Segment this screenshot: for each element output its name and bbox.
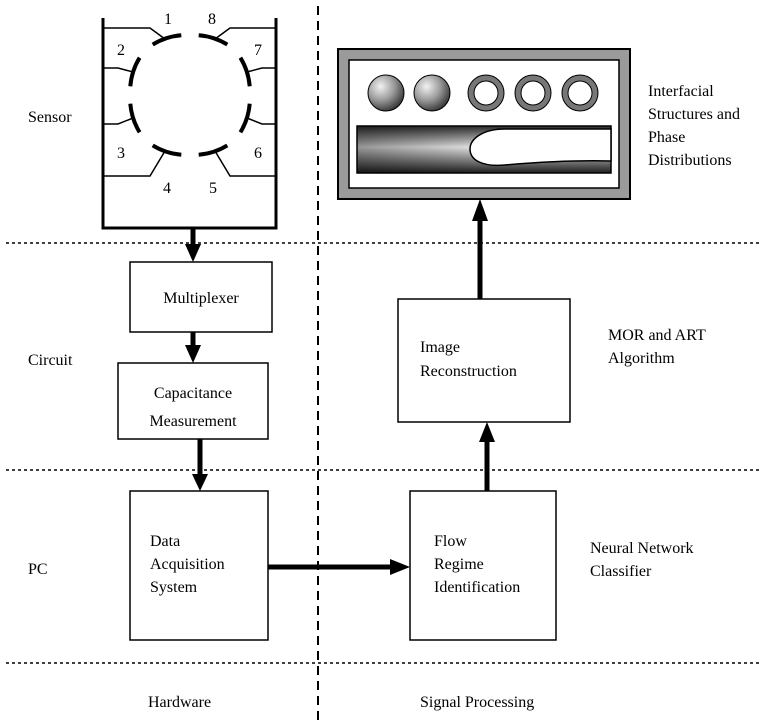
flow-regime-box	[409, 490, 557, 641]
electrode-8	[198, 33, 229, 47]
flow-regime-text-1: Flow	[434, 533, 467, 550]
electrode-3	[128, 103, 142, 134]
sensor-assembly: 1 2 3 4 5 6 7 8	[101, 11, 278, 230]
sensor-label: Sensor	[28, 109, 72, 126]
output-annotation-3: Phase	[648, 129, 685, 146]
data-acquisition-text-1: Data	[150, 533, 180, 550]
electrode-7	[238, 56, 252, 87]
multiplexer-box	[129, 261, 273, 333]
electrode-label-8: 8	[208, 11, 216, 28]
image-reconstruction-box	[397, 298, 571, 423]
electrode-leads	[103, 27, 276, 177]
bubble-icon-2	[413, 74, 451, 112]
output-annotation-2: Structures and	[648, 106, 740, 123]
capacitance-box	[117, 362, 269, 440]
arrow-flow-regime-to-reconstruction	[479, 422, 495, 491]
multiplexer-text: Multiplexer	[163, 290, 239, 307]
arrow-sensor-to-multiplexer	[185, 228, 201, 262]
circuit-label: Circuit	[28, 352, 73, 369]
output-annotation-4: Distributions	[648, 152, 732, 169]
output-display	[337, 48, 631, 200]
arrows	[185, 199, 495, 575]
mor-art-annotation-1: MOR and ART	[608, 327, 706, 344]
mor-art-annotation-2: Algorithm	[608, 350, 675, 367]
electrode-label-3: 3	[117, 145, 125, 162]
annular-flow-icon-1	[468, 75, 504, 111]
annular-flow-icon-2	[515, 75, 551, 111]
electrode-5	[198, 143, 229, 157]
data-acquisition-box	[129, 490, 269, 641]
neural-network-annotation-1: Neural Network	[590, 540, 694, 557]
pc-label: PC	[28, 561, 48, 578]
annular-ring-outlines	[467, 74, 599, 112]
hardware-label: Hardware	[148, 694, 211, 711]
bubble-icon-1	[367, 74, 405, 112]
electrode-ring	[128, 33, 252, 157]
sensor-housing	[101, 18, 278, 230]
data-acquisition-text-3: System	[150, 579, 198, 596]
flow-regime-text-3: Identification	[434, 579, 520, 596]
capacitance-text-1: Capacitance	[154, 385, 232, 402]
signal-processing-label: Signal Processing	[420, 694, 534, 711]
electrode-label-6: 6	[254, 145, 262, 162]
electrode-label-5: 5	[209, 180, 217, 197]
neural-network-annotation-2: Classifier	[590, 563, 652, 580]
electrode-2	[128, 56, 142, 87]
electrode-label-2: 2	[117, 42, 125, 59]
electrode-6	[238, 103, 252, 134]
data-acquisition-text-2: Acquisition	[150, 556, 225, 573]
electrode-label-1: 1	[164, 11, 172, 28]
electrode-label-4: 4	[163, 180, 171, 197]
arrow-capacitance-to-daq	[192, 439, 208, 491]
electrode-1	[151, 33, 182, 47]
capacitance-text-2: Measurement	[149, 413, 237, 430]
arrow-daq-to-flow-regime	[268, 559, 410, 575]
arrow-multiplexer-to-capacitance	[185, 332, 201, 363]
electrode-label-7: 7	[254, 42, 262, 59]
image-reconstruction-text-2: Reconstruction	[420, 363, 517, 380]
electrode-4	[151, 143, 182, 157]
taylor-bubble-icon	[469, 128, 612, 167]
output-annotation-1: Interfacial	[648, 83, 714, 100]
arrow-reconstruction-to-display	[472, 199, 488, 299]
flow-regime-text-2: Regime	[434, 556, 484, 573]
image-reconstruction-text-1: Image	[420, 339, 460, 356]
annular-flow-icon-3	[562, 75, 598, 111]
